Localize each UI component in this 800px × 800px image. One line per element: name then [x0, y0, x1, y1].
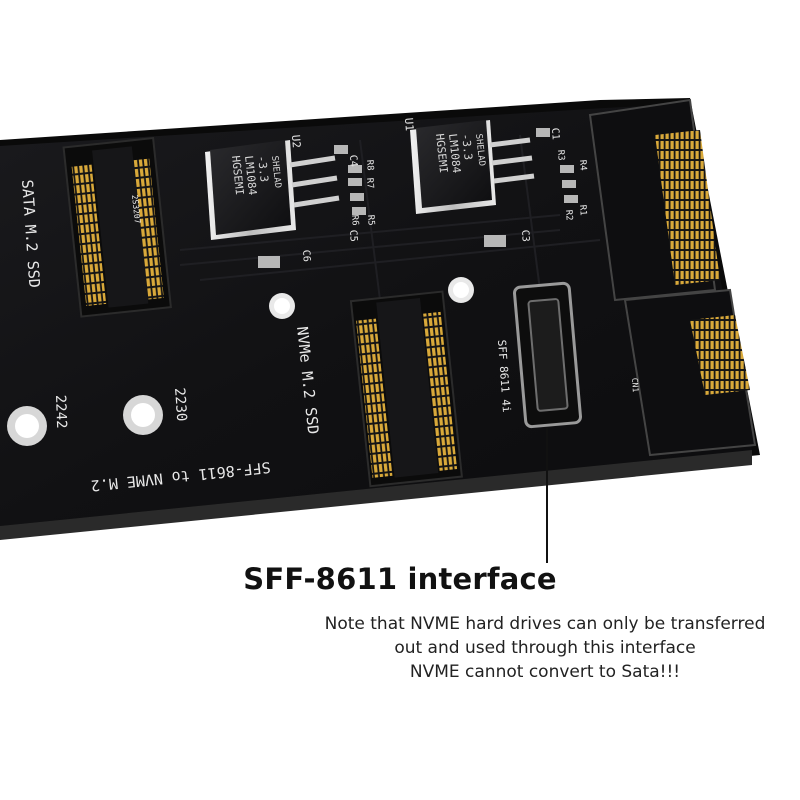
- svg-text:SHELAD: SHELAD: [269, 155, 282, 188]
- svg-text:LM1084: LM1084: [242, 155, 259, 196]
- passive-components: [258, 128, 578, 268]
- caption-title: SFF-8611 interface: [243, 562, 557, 596]
- label-r4: R4: [577, 160, 588, 172]
- nvme-m2-slot: [349, 290, 463, 488]
- label-r8: R8: [364, 160, 375, 172]
- label-c4: C4: [347, 154, 359, 167]
- label-c6: C6: [300, 249, 312, 262]
- label-c5: C5: [347, 229, 359, 242]
- mounting-holes: [7, 277, 474, 446]
- label-slot: 2S3207: [130, 194, 142, 224]
- label-r7: R7: [364, 178, 375, 190]
- sff-8611-connector: [513, 281, 582, 429]
- svg-text:SHELAD: SHELAD: [473, 133, 486, 166]
- regulator-chip-u1: [410, 120, 535, 214]
- label-u1: U1: [402, 117, 416, 131]
- sata-m2-slot: [62, 136, 172, 318]
- label-r5: R5: [365, 215, 376, 227]
- label-r3: R3: [555, 150, 566, 162]
- chip-marking-u1: HGSEMI LM1084 -3.3 SHELAD: [433, 133, 486, 174]
- chip-marking-u2: HGSEMI LM1084 -3.3 SHELAD: [229, 155, 282, 196]
- label-cn1: CN1: [630, 378, 640, 393]
- label-2242: 2242: [52, 395, 69, 429]
- regulator-chip-u2: [205, 140, 340, 240]
- sata-data-connector: [623, 288, 757, 457]
- label-r6: R6: [349, 215, 360, 227]
- sata-power-connector: [588, 98, 720, 302]
- label-2230: 2230: [171, 387, 189, 422]
- label-c3: C3: [519, 229, 531, 242]
- label-r1: R1: [577, 205, 588, 217]
- svg-text:LM1084: LM1084: [446, 133, 463, 174]
- note-line: out and used through this interface: [394, 638, 696, 658]
- label-u2: U2: [289, 134, 303, 148]
- label-r2: R2: [563, 210, 574, 222]
- note-line: Note that NVME hard drives can only be t…: [324, 614, 766, 634]
- label-sff: SFF 8611 4i: [495, 339, 513, 413]
- label-c1: C1: [549, 127, 561, 140]
- svg-text:-3.3: -3.3: [255, 155, 271, 183]
- note-line: NVME cannot convert to Sata!!!: [409, 662, 681, 682]
- caption-note: Note that NVME hard drives can only be t…: [0, 612, 800, 684]
- svg-text:HGSEMI: HGSEMI: [229, 155, 246, 196]
- svg-text:HGSEMI: HGSEMI: [433, 133, 450, 174]
- svg-text:-3.3: -3.3: [459, 133, 475, 161]
